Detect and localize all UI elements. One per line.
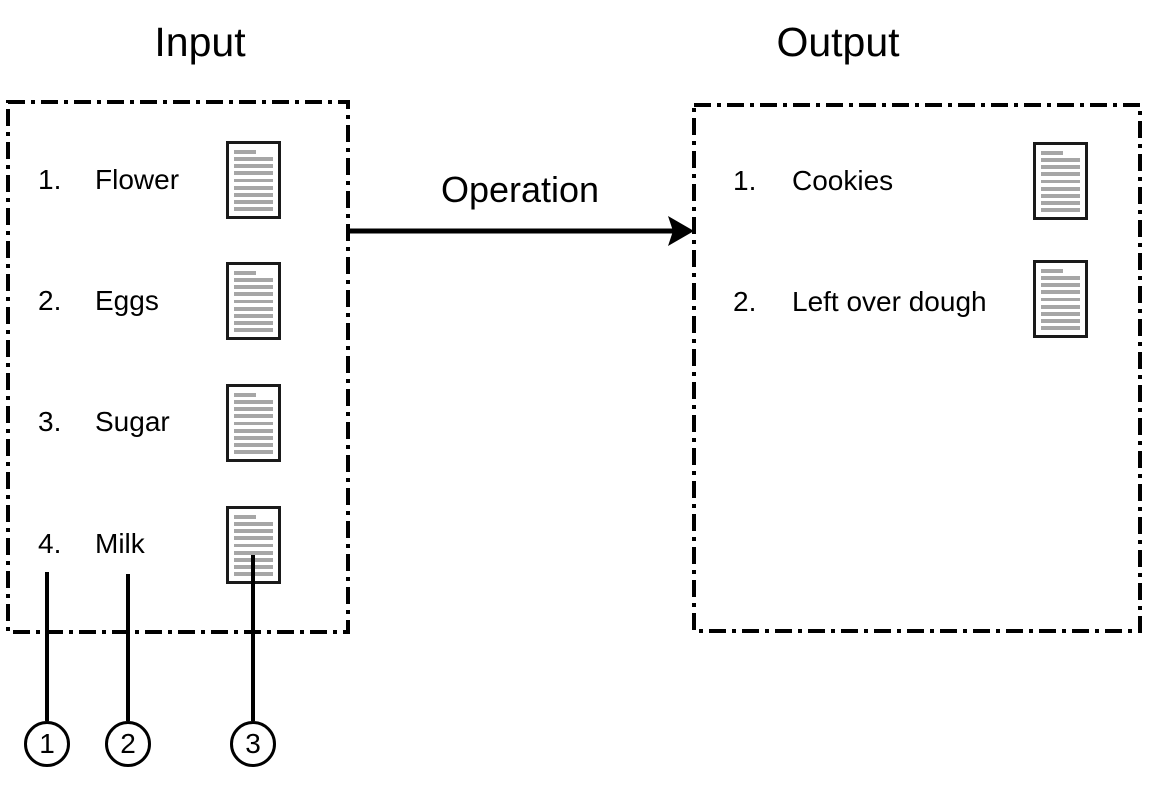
document-line xyxy=(234,271,256,275)
input-group-box xyxy=(6,100,350,634)
list-item-label: Flower xyxy=(95,164,180,195)
arrow-head-icon xyxy=(668,216,694,246)
document-line xyxy=(234,157,273,162)
document-line xyxy=(234,150,256,154)
list-item-label: Eggs xyxy=(95,285,159,316)
document-icon xyxy=(1033,142,1088,220)
list-item: 2. Left over dough xyxy=(733,284,987,320)
document-line xyxy=(234,164,273,169)
document-line xyxy=(234,414,273,419)
callout-number: 3 xyxy=(245,728,261,759)
list-item-number: 3. xyxy=(38,406,62,437)
document-line xyxy=(1041,193,1080,198)
document-icon xyxy=(226,141,281,219)
callout-badge-1[interactable]: 1 xyxy=(24,721,70,767)
document-line xyxy=(234,278,273,283)
document-line xyxy=(234,428,273,433)
operation-label: Operation xyxy=(440,169,600,210)
list-item-number: 2. xyxy=(733,286,757,317)
callout-number: 2 xyxy=(120,728,136,759)
document-line xyxy=(234,515,256,519)
list-item-label: Left over dough xyxy=(792,286,987,317)
list-item-number: 1. xyxy=(733,165,757,196)
document-line xyxy=(234,435,273,440)
document-line xyxy=(1041,151,1063,155)
document-line xyxy=(234,421,273,426)
document-line xyxy=(234,450,273,454)
document-line xyxy=(234,320,273,325)
document-line xyxy=(234,572,273,576)
list-item-number: 2. xyxy=(38,285,62,316)
document-line xyxy=(234,299,273,304)
document-line xyxy=(234,557,273,562)
output-group-box xyxy=(692,103,1142,633)
document-line xyxy=(234,522,273,527)
document-line xyxy=(1041,290,1080,295)
document-icon xyxy=(226,506,281,584)
output-box-outline xyxy=(692,103,1142,633)
document-line xyxy=(234,285,273,290)
callout-number: 1 xyxy=(39,728,55,759)
document-line xyxy=(234,185,273,190)
document-line xyxy=(1041,276,1080,281)
list-item: 1. Cookies xyxy=(733,163,893,199)
callout-badge-3[interactable]: 3 xyxy=(230,721,276,767)
document-line xyxy=(234,442,273,447)
document-line xyxy=(1041,304,1080,309)
document-line xyxy=(234,564,273,569)
document-line xyxy=(234,550,273,555)
page-title-output: Output xyxy=(776,19,900,65)
document-line xyxy=(1041,318,1080,323)
list-item: 2. Eggs xyxy=(38,283,159,319)
document-line xyxy=(234,400,273,405)
document-line xyxy=(234,292,273,297)
list-item: 1. Flower xyxy=(38,162,179,198)
list-item: 3. Sugar xyxy=(38,404,170,440)
document-line xyxy=(1041,326,1080,330)
document-line xyxy=(1041,311,1080,316)
list-item-label: Sugar xyxy=(95,406,170,437)
list-item-label: Cookies xyxy=(792,165,894,196)
document-line xyxy=(1041,269,1063,273)
callout-badge-2[interactable]: 2 xyxy=(105,721,151,767)
document-line xyxy=(234,536,273,541)
document-line xyxy=(234,529,273,534)
document-line xyxy=(1041,172,1080,177)
document-icon xyxy=(226,384,281,462)
document-line xyxy=(234,393,256,397)
document-line xyxy=(1041,200,1080,205)
document-icon xyxy=(1033,260,1088,338)
page-title-input: Input xyxy=(154,19,246,65)
document-line xyxy=(1041,158,1080,163)
document-line xyxy=(1041,283,1080,288)
document-line xyxy=(1041,165,1080,170)
document-line xyxy=(234,328,273,332)
document-line xyxy=(1041,186,1080,191)
document-line xyxy=(234,306,273,311)
document-line xyxy=(234,192,273,197)
document-line xyxy=(234,313,273,318)
document-line xyxy=(1041,208,1080,212)
document-line xyxy=(234,543,273,548)
document-line xyxy=(1041,297,1080,302)
input-box-outline xyxy=(6,100,350,634)
document-line xyxy=(234,178,273,183)
document-icon xyxy=(226,262,281,340)
document-line xyxy=(234,407,273,412)
list-item-label: Milk xyxy=(95,528,145,559)
document-line xyxy=(1041,179,1080,184)
document-line xyxy=(234,171,273,176)
list-item: 4. Milk xyxy=(38,526,145,562)
list-item-number: 1. xyxy=(38,164,62,195)
list-item-number: 4. xyxy=(38,528,62,559)
document-line xyxy=(234,199,273,204)
document-line xyxy=(234,207,273,211)
